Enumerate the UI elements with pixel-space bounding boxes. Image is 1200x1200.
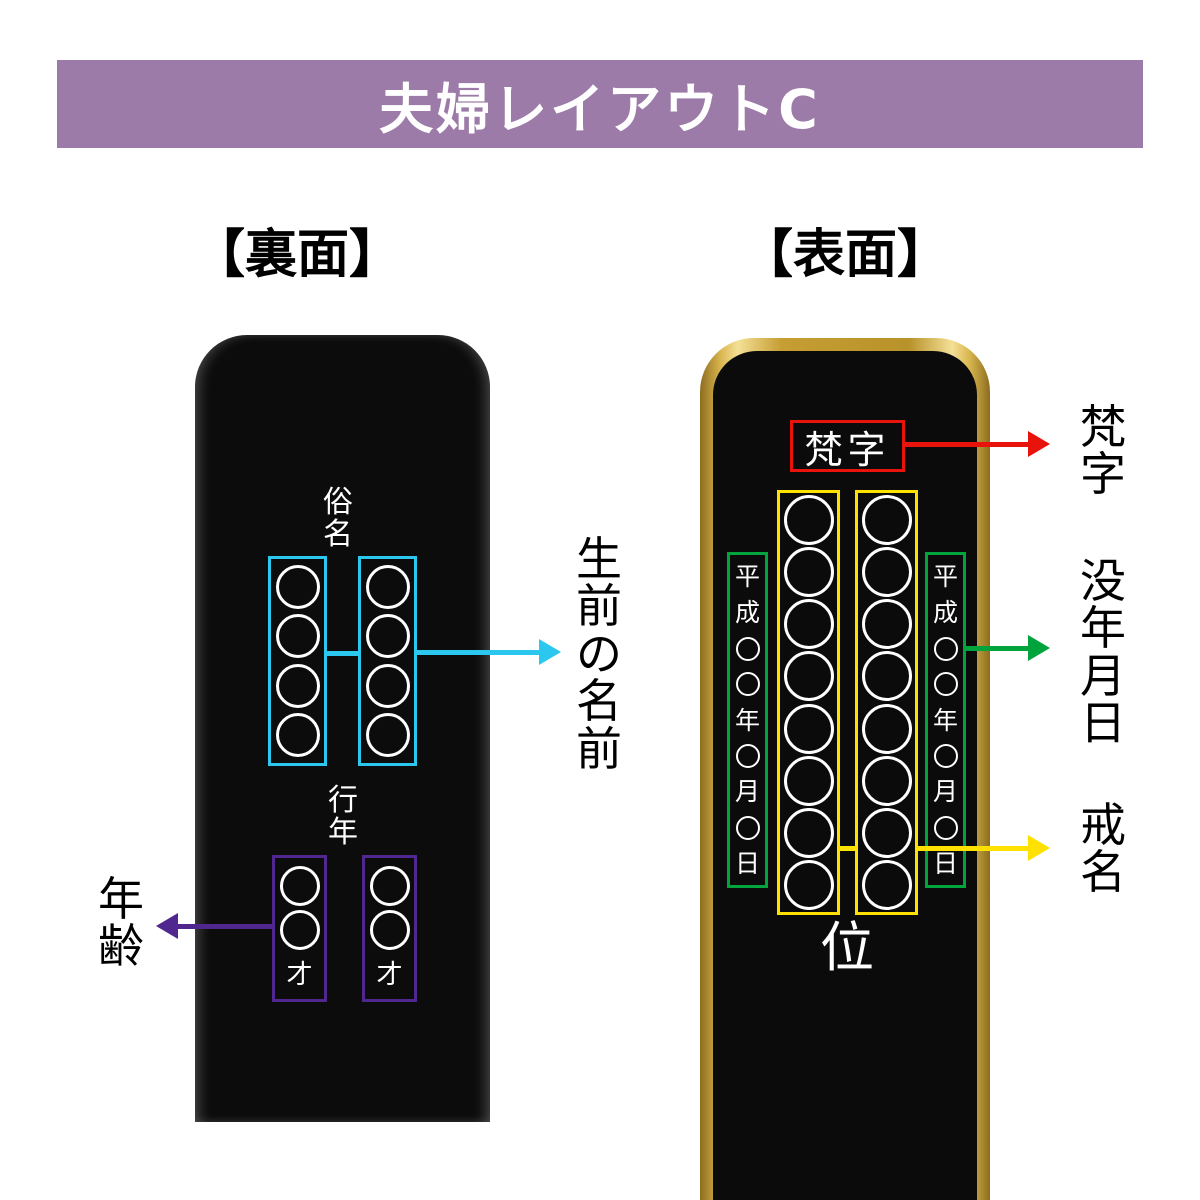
bonji-arrow-line bbox=[905, 442, 1028, 447]
placeholder-ring bbox=[933, 672, 958, 697]
placeholder-circle bbox=[783, 807, 834, 858]
placeholder-circle bbox=[275, 663, 320, 708]
age-box-left: 才 bbox=[272, 855, 327, 1002]
placeholder-circle bbox=[861, 495, 912, 546]
placeholder-circle bbox=[783, 495, 834, 546]
placeholder-ring bbox=[735, 815, 760, 840]
kaimyo-arrow-head bbox=[1028, 835, 1050, 861]
page-title: 夫婦レイアウトC bbox=[379, 77, 821, 141]
placeholder-circle bbox=[365, 663, 410, 708]
placeholder-ring bbox=[933, 636, 958, 661]
age-circles-right bbox=[365, 858, 414, 954]
placeholder-ring bbox=[933, 815, 958, 840]
kaimyo-box-right bbox=[855, 490, 918, 915]
placeholder-circle bbox=[365, 564, 410, 609]
placeholder-circle bbox=[365, 614, 410, 659]
bonji-arrow-head bbox=[1028, 431, 1050, 457]
death-date-box-left: 平成年月日 bbox=[727, 552, 768, 888]
bonji-box: 梵字 bbox=[790, 420, 905, 472]
death-date-box-right: 平成年月日 bbox=[925, 552, 966, 888]
secular-name-connector bbox=[327, 651, 358, 656]
placeholder-circle bbox=[783, 703, 834, 754]
placeholder-circle bbox=[861, 703, 912, 754]
age-box-right: 才 bbox=[362, 855, 417, 1002]
age-suffix-right: 才 bbox=[376, 960, 403, 990]
placeholder-circle bbox=[369, 910, 410, 950]
rank-label: 位 bbox=[820, 916, 874, 979]
back-tablet: 俗名 行年 才 才 bbox=[195, 335, 490, 1122]
placeholder-ring bbox=[933, 743, 958, 768]
secular-name-arrow-line bbox=[417, 650, 539, 655]
death-date-arrow-head bbox=[1028, 635, 1050, 661]
placeholder-circle bbox=[275, 713, 320, 758]
secular-name-box-right bbox=[358, 556, 417, 766]
bonji-text: 梵字 bbox=[804, 427, 891, 472]
placeholder-circle bbox=[783, 651, 834, 702]
age-suffix-left: 才 bbox=[286, 960, 313, 990]
header-banner: 夫婦レイアウトC bbox=[57, 60, 1143, 148]
back-section-title: 【裏面】 bbox=[192, 225, 401, 285]
placeholder-circle bbox=[783, 547, 834, 598]
kaimyo-arrow-line bbox=[918, 846, 1028, 851]
placeholder-circle bbox=[275, 564, 320, 609]
placeholder-circle bbox=[783, 859, 834, 910]
placeholder-circle bbox=[369, 866, 410, 906]
kaimyo-note: 戒名 bbox=[1080, 798, 1126, 900]
death-date-arrow-line bbox=[966, 646, 1028, 651]
secular-name-label: 俗名 bbox=[323, 485, 353, 552]
bonji-note: 梵字 bbox=[1080, 400, 1126, 502]
placeholder-ring bbox=[735, 672, 760, 697]
age-circles-left bbox=[275, 858, 324, 954]
age-label: 行年 bbox=[328, 783, 358, 850]
placeholder-circle bbox=[861, 755, 912, 806]
placeholder-circle bbox=[783, 599, 834, 650]
front-tablet-panel bbox=[713, 351, 977, 1200]
placeholder-ring bbox=[735, 636, 760, 661]
death-date-note: 没年月日 bbox=[1080, 554, 1126, 751]
front-section-title: 【表面】 bbox=[740, 225, 949, 285]
age-arrow-line bbox=[178, 924, 272, 929]
placeholder-circle bbox=[275, 614, 320, 659]
kaimyo-connector bbox=[840, 846, 855, 851]
placeholder-circle bbox=[861, 599, 912, 650]
secular-name-note: 生前の名前 bbox=[576, 532, 622, 776]
age-note: 年齢 bbox=[98, 872, 144, 974]
placeholder-circle bbox=[279, 866, 320, 906]
placeholder-ring bbox=[735, 743, 760, 768]
secular-name-arrow-head bbox=[539, 639, 561, 665]
placeholder-circle bbox=[279, 910, 320, 950]
placeholder-circle bbox=[365, 713, 410, 758]
placeholder-circle bbox=[783, 755, 834, 806]
front-tablet: 梵字 平成年月日 平成年月日 位 bbox=[700, 338, 990, 1200]
placeholder-circle bbox=[861, 859, 912, 910]
age-arrow-head bbox=[156, 913, 178, 939]
secular-name-box-left bbox=[268, 556, 327, 766]
placeholder-circle bbox=[861, 547, 912, 598]
kaimyo-box-left bbox=[777, 490, 840, 915]
placeholder-circle bbox=[861, 807, 912, 858]
placeholder-circle bbox=[861, 651, 912, 702]
